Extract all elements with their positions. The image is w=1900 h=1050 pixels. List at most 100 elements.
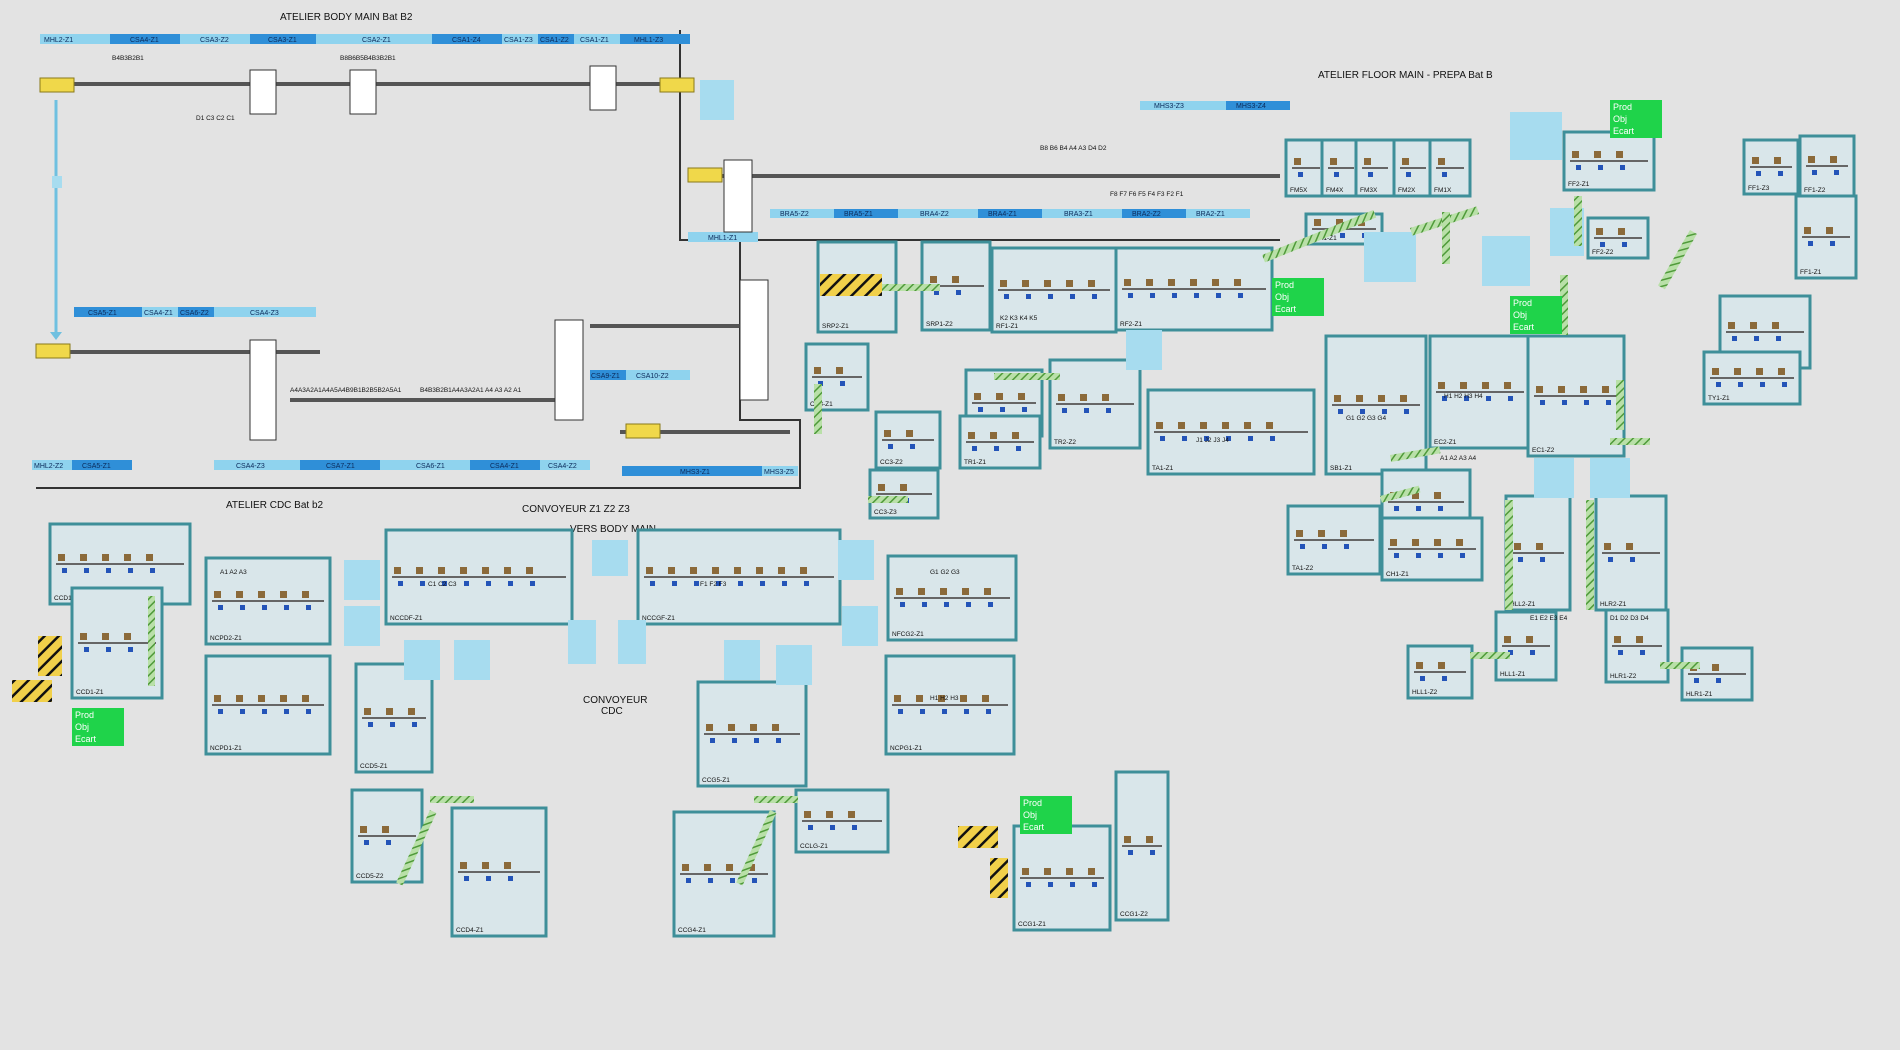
cell-ccd5-z2[interactable]: CCD5-Z2 <box>350 788 424 884</box>
cell-tr1-z1[interactable]: TR1-Z1 <box>958 414 1042 470</box>
band-mhs3-z3[interactable]: MHS3-Z3 <box>1140 101 1226 110</box>
cell-ccd1-z1[interactable]: CCD1-Z1 <box>70 586 164 700</box>
cell-fm3x[interactable]: FM3X <box>1354 138 1396 198</box>
cell-label: CCLG-Z1 <box>800 843 828 850</box>
cell-sb1-z1[interactable]: SB1-Z1 <box>1324 334 1428 476</box>
cell-rf2-z1[interactable]: RF2-Z1 <box>1114 246 1274 332</box>
cell-tr2-z2[interactable]: TR2-Z2 <box>1048 358 1142 450</box>
band-csa1-z4[interactable]: CSA1-Z4 <box>432 34 502 44</box>
header-floor-main: ATELIER FLOOR MAIN - PREPA Bat B <box>1318 70 1493 81</box>
body-main-top-line: B4B3B2B1 D1 C3 C2 C1 B8B6B5B4B3B2B1 <box>39 55 734 336</box>
cell-hlr1-z1[interactable]: HLR1-Z1 <box>1680 646 1754 702</box>
band-csa7-z1[interactable]: CSA7-Z1 <box>300 460 380 470</box>
cell-fm4x[interactable]: FM4X <box>1320 138 1362 198</box>
band-mhs3-z1[interactable]: MHS3-Z1 <box>622 466 762 476</box>
band-mhl1-z3[interactable]: MHL1-Z3 <box>620 34 690 44</box>
band-mhl2-z2[interactable]: MHL2-Z2 <box>32 460 72 470</box>
band-bra3-z1[interactable]: BRA3-Z1 <box>1042 209 1122 218</box>
cell-hlr2-z1[interactable]: HLR2-Z1 <box>1594 494 1668 612</box>
band-csa5-z1-a[interactable]: CSA5-Z1 <box>74 307 142 317</box>
cell-ta1-z1[interactable]: TA1-Z1 <box>1146 388 1316 476</box>
band-csa1-z2[interactable]: CSA1-Z2 <box>538 34 574 44</box>
svg-text:BRA5-Z1: BRA5-Z1 <box>844 211 873 218</box>
band-mhl2-z1[interactable]: MHL2-Z1 <box>40 34 110 44</box>
cell-label: CCG1-Z1 <box>1018 921 1046 928</box>
cell-label: HLR2-Z1 <box>1600 601 1627 608</box>
band-mhs3-z4[interactable]: MHS3-Z4 <box>1226 101 1290 110</box>
band-mhl1-z1[interactable]: MHL1-Z1 <box>688 232 758 242</box>
band-bra5-z1[interactable]: BRA5-Z1 <box>834 209 898 218</box>
band-csa4-z1-c[interactable]: CSA4-Z1 <box>470 460 540 470</box>
cell-ccd4-z1[interactable]: CCD4-Z1 <box>450 806 548 938</box>
cell-ccg1-z1[interactable]: CCG1-Z1 <box>1012 824 1112 932</box>
cell-hll2-z1[interactable]: HLL2-Z1 <box>1504 494 1572 612</box>
cell-ccd5-z1[interactable]: CCD5-Z1 <box>354 662 434 774</box>
band-mhs3-z5[interactable]: MHS3-Z5 <box>762 466 798 476</box>
band-bra4-z1[interactable]: BRA4-Z1 <box>978 209 1042 218</box>
cell-nccdf-z1[interactable]: NCCDF-Z1 <box>384 528 574 626</box>
cell-ccg4-z1[interactable]: CCG4-Z1 <box>672 810 776 938</box>
cell-hll1-z1[interactable]: HLL1-Z1 <box>1494 610 1558 682</box>
band-csa4-z1-b[interactable]: CSA4-Z1 <box>142 307 178 317</box>
svg-text:CSA3-Z2: CSA3-Z2 <box>200 37 229 44</box>
cell-hll1-z2[interactable]: HLL1-Z2 <box>1406 644 1474 700</box>
cell-ec1-z2[interactable]: EC1-Z2 <box>1526 334 1626 458</box>
band-csa6-z1[interactable]: CSA6-Z1 <box>380 460 470 470</box>
cell-cc3-z2[interactable]: CC3-Z2 <box>874 410 942 470</box>
cell-fm5x[interactable]: FM5X <box>1284 138 1328 198</box>
svg-text:CSA1-Z1: CSA1-Z1 <box>580 37 609 44</box>
cell-ta1-z2[interactable]: TA1-Z2 <box>1286 504 1382 576</box>
band-csa1-z3[interactable]: CSA1-Z3 <box>502 34 538 44</box>
cell-ff2-z2[interactable]: FF2-Z2 <box>1586 216 1650 260</box>
cell-ff2-z1[interactable]: FF2-Z1 <box>1562 130 1656 192</box>
band-csa5-z1-b[interactable]: CSA5-Z1 <box>72 460 132 470</box>
cell-hlr1-z2[interactable]: HLR1-Z2 <box>1604 608 1670 684</box>
band-csa3-z2[interactable]: CSA3-Z2 <box>180 34 250 44</box>
status-line: Ecart <box>1275 304 1297 314</box>
cell-nccgf-z1[interactable]: NCCGF-Z1 <box>636 528 842 626</box>
band-csa4-z3-b[interactable]: CSA4-Z3 <box>214 460 300 470</box>
band-bra2-z2[interactable]: BRA2-Z2 <box>1122 209 1186 218</box>
svg-text:CSA6-Z1: CSA6-Z1 <box>416 463 445 470</box>
band-csa4-z3-a[interactable]: CSA4-Z3 <box>214 307 316 317</box>
cell-label: FM2X <box>1398 187 1416 194</box>
status-line: Prod <box>1023 798 1042 808</box>
band-bra4-z2[interactable]: BRA4-Z2 <box>898 209 978 218</box>
band-csa10-z2[interactable]: CSA10-Z2 <box>626 370 690 380</box>
cell-ncpg1-z1[interactable]: NCPG1-Z1 <box>884 654 1016 756</box>
cell-cclg-z1[interactable]: CCLG-Z1 <box>794 788 890 854</box>
band-bra5-z2[interactable]: BRA5-Z2 <box>770 209 834 218</box>
band-csa3-z1[interactable]: CSA3-Z1 <box>250 34 316 44</box>
cell-ff1-z1[interactable]: FF1-Z1 <box>1794 194 1858 280</box>
cell-ncpd1-z1[interactable]: NCPD1-Z1 <box>204 654 332 756</box>
cell-ec2-z1[interactable]: EC2-Z1 <box>1428 334 1532 450</box>
cell-rf1-z1[interactable]: RF1-Z1 <box>990 246 1118 334</box>
cell-ncpd2-z1[interactable]: NCPD2-Z1 <box>204 556 332 646</box>
band-csa9-z1[interactable]: CSA9-Z1 <box>590 370 626 380</box>
floor-station-labels-3: J1 J2 J3 J4 <box>1196 437 1229 444</box>
cell-label: FM1X <box>1434 187 1452 194</box>
band-csa1-z1[interactable]: CSA1-Z1 <box>574 34 620 44</box>
cell-ch1-z1[interactable]: CH1-Z1 <box>1380 516 1484 582</box>
cell-ff1-z3[interactable]: FF1-Z3 <box>1742 138 1800 196</box>
cell-fm1x[interactable]: FM1X <box>1428 138 1472 198</box>
band-csa2-z1[interactable]: CSA2-Z1 <box>316 34 432 44</box>
cell-ccg5-z1[interactable]: CCG5-Z1 <box>696 680 808 788</box>
cell-ty1-z1[interactable]: TY1-Z1 <box>1702 350 1802 406</box>
band-bra2-z1[interactable]: BRA2-Z1 <box>1186 209 1250 218</box>
cell-fm2x[interactable]: FM2X <box>1392 138 1434 198</box>
band-csa4-z1[interactable]: CSA4-Z1 <box>110 34 180 44</box>
hazard-block-srp2 <box>820 274 882 296</box>
band-csa6-z2[interactable]: CSA6-Z2 <box>178 307 214 317</box>
cell-cc3-z3[interactable]: CC3-Z3 <box>868 468 940 520</box>
svg-text:CSA7-Z1: CSA7-Z1 <box>326 463 355 470</box>
cell-nfcg2-z1[interactable]: NFCG2-Z1 <box>886 554 1018 642</box>
cell-ff1-z2[interactable]: FF1-Z2 <box>1798 134 1856 198</box>
cell-ccg1-z2[interactable]: CCG1-Z2 <box>1114 770 1170 922</box>
band-csa4-z2[interactable]: CSA4-Z2 <box>540 460 590 470</box>
